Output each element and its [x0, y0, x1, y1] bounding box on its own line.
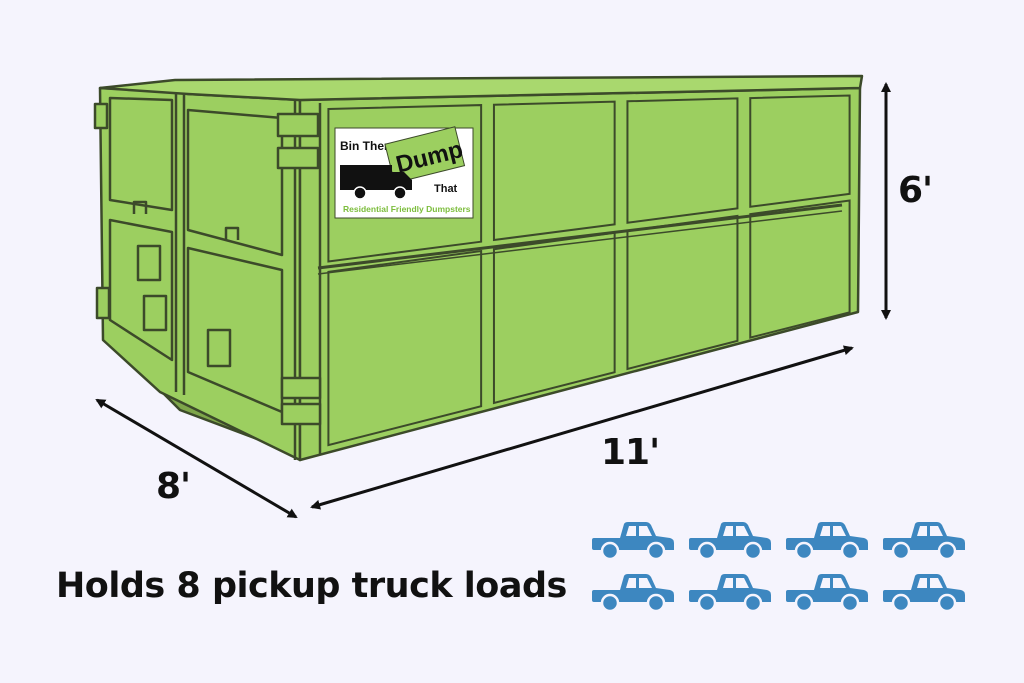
length-arrow	[310, 345, 854, 510]
pickup-truck-grid	[590, 518, 990, 613]
side-rail-shadow	[317, 210, 843, 275]
side-panel	[749, 199, 851, 339]
pickup-truck-icon	[784, 570, 870, 613]
pickup-truck-icon	[784, 518, 870, 561]
side-panel	[492, 100, 616, 242]
side-rail	[317, 203, 843, 270]
dumpster	[93, 74, 864, 462]
company-logo-sign: Bin There Dump That Residential Friendly…	[334, 126, 474, 219]
side-panel	[327, 104, 483, 263]
pickup-truck-icon	[590, 570, 676, 613]
width-label: 8'	[156, 466, 191, 507]
side-panel	[327, 249, 483, 447]
logo-truck-icon	[340, 165, 412, 200]
side-panel	[626, 97, 739, 224]
pickup-truck-icon	[687, 518, 773, 561]
pickup-truck-icon	[590, 518, 676, 561]
logo-tagline: Residential Friendly Dumpsters	[343, 204, 471, 214]
capacity-caption: Holds 8 pickup truck loads	[56, 566, 567, 606]
logo-text-that: That	[434, 183, 458, 195]
pickup-truck-icon	[881, 570, 967, 613]
pickup-truck-icon	[881, 518, 967, 561]
pickup-truck-icon	[687, 570, 773, 613]
side-panel	[749, 94, 851, 208]
width-arrow	[95, 398, 298, 519]
height-label: 6'	[898, 170, 933, 211]
length-label: 11'	[601, 432, 660, 473]
logo-text-top: Bin There	[340, 139, 396, 153]
